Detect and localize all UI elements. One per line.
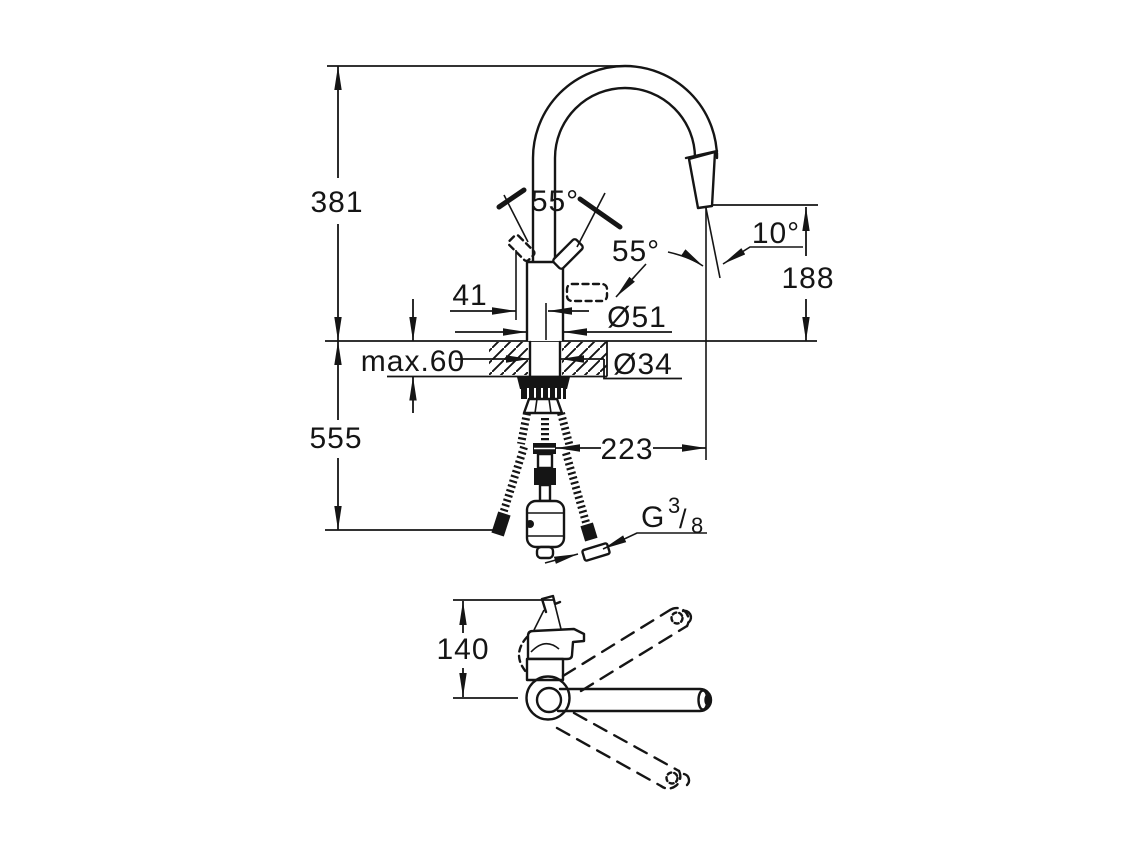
top-view-spout <box>525 675 713 721</box>
angle-handle-tilt-label: 55° <box>531 185 579 218</box>
angle-spray: 10° <box>667 217 803 267</box>
dim-handle-offset-label: 41 <box>452 279 487 312</box>
dim-spray-reach-label: 223 <box>600 433 653 466</box>
handle-dashed-horizontal <box>565 282 609 303</box>
dimension-hole-diameter: Ø34 <box>455 348 682 381</box>
spray-reference-lines <box>705 207 721 460</box>
dim-under-counter-label: 555 <box>309 422 362 455</box>
hose-fan <box>517 411 575 453</box>
dimension-handle-offset: 41 <box>450 279 589 315</box>
angle-handle-swivel-label: 55° <box>612 235 660 268</box>
top-view-swivel-range-upper <box>561 606 693 693</box>
angle-handle-swivel: 55° <box>612 235 660 298</box>
dim-counter-thickness-label: max.60 <box>361 345 465 378</box>
dimension-body-diameter: Ø51 <box>455 301 672 336</box>
dimension-spout-height: 188 <box>711 204 834 341</box>
top-view-swivel-range-lower <box>555 711 691 790</box>
dimension-total-height: 381 <box>310 65 630 341</box>
dim-total-height-label: 381 <box>310 186 363 219</box>
dim-hole-diameter-label: Ø34 <box>613 348 673 381</box>
dimension-spray-reach: 223 <box>556 433 706 466</box>
supply-hose-right <box>562 451 611 562</box>
pullout-hose-and-weight <box>525 443 566 560</box>
top-view: 140 <box>436 594 713 790</box>
handle-dashed-left <box>507 233 536 320</box>
thread-denominator-label: 8 <box>691 513 704 538</box>
supply-hose-left <box>491 445 528 537</box>
dim-lever-clearance-label: 140 <box>436 633 489 666</box>
faucet-body <box>525 260 565 378</box>
top-view-lever <box>517 594 586 682</box>
angle-spray-label: 10° <box>752 217 800 250</box>
dimension-counter-thickness: max.60 <box>361 299 465 413</box>
mounting-nut <box>517 377 570 415</box>
thread-slash-label: / <box>679 504 688 534</box>
thread-numerator-label: 3 <box>668 493 681 518</box>
dim-spout-height-label: 188 <box>781 262 834 295</box>
dimension-lever-clearance: 140 <box>436 599 553 699</box>
spray-head <box>687 150 717 210</box>
dimension-under-counter: 555 <box>309 341 497 531</box>
thread-base-label: G <box>641 501 665 534</box>
dim-body-diameter-label: Ø51 <box>607 301 667 334</box>
thread-size-callout: G 3 / 8 <box>544 493 707 564</box>
angle-handle-tilt: 55° <box>496 185 623 248</box>
